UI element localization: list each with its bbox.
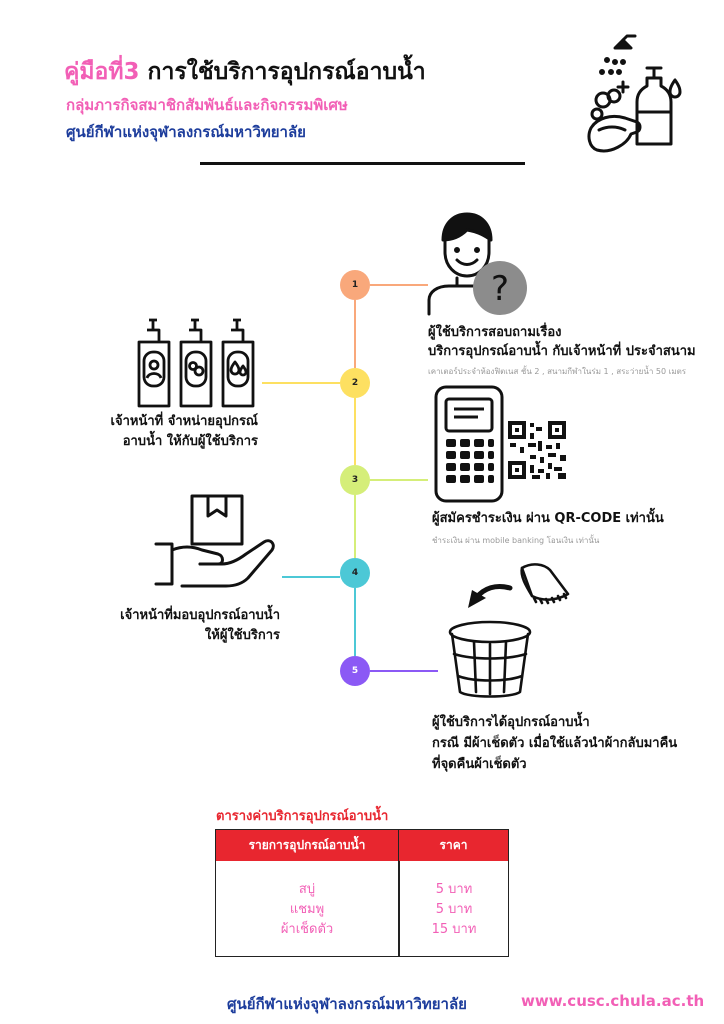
step-1-marker: 1 <box>340 270 370 300</box>
price-table-header: รายการอุปกรณ์อาบน้ำ ราคา <box>216 830 508 861</box>
step-4-line1: เจ้าหน้าที่มอบอุปกรณ์อาบน้ำ <box>120 608 280 623</box>
step-2-marker: 2 <box>340 368 370 398</box>
hand-box-icon <box>154 494 275 588</box>
svg-text:?: ? <box>491 269 509 309</box>
toiletry-bottles-icon <box>137 318 255 408</box>
header-divider <box>200 162 525 165</box>
step-1-line2: บริการอุปกรณ์อาบน้ำ กับเจ้าหน้าที่ ประจำ… <box>428 344 696 359</box>
shower-soap-icon <box>587 34 682 153</box>
header-price: ราคา <box>398 830 508 861</box>
table-row-price: 15 บาท <box>431 922 477 937</box>
step-2-line2: อาบน้ำ ให้กับผู้ใช้บริการ <box>122 434 258 449</box>
price-column: 5 บาท 5 บาท 15 บาท <box>400 880 508 940</box>
step-2-line1: เจ้าหน้าที่ จำหน่ายอุปกรณ์ <box>110 414 258 429</box>
title-prefix: คู่มือที่3 <box>64 59 140 85</box>
step-1-note: เคาเตอร์ประจำห้องฟิตเนส ชั้น 2 , สนามกีฬ… <box>428 367 687 376</box>
table-row-price: 5 บาท <box>435 902 473 917</box>
step-3-marker: 3 <box>340 465 370 495</box>
table-row-price: 5 บาท <box>435 882 473 897</box>
footer-url-link[interactable]: www.cusc.chula.ac.th <box>521 992 705 1010</box>
step-4-marker: 4 <box>340 558 370 588</box>
step-5-marker: 5 <box>340 656 370 686</box>
step-1-line1: ผู้ใช้บริการสอบถามเรื่อง <box>428 325 562 340</box>
step-4-line2: ให้ผู้ใช้บริการ <box>204 628 280 643</box>
person-question-icon: ? <box>427 212 527 316</box>
step-5-line3: ที่จุดคืนผ้าเช็ดตัว <box>432 757 527 772</box>
item-column: สบู่ แชมพู ผ้าเช็ดตัว <box>216 880 398 940</box>
column-divider <box>398 861 400 956</box>
table-row-item: ผ้าเช็ดตัว <box>280 922 334 937</box>
laundry-basket-towel-icon <box>448 563 570 698</box>
step-3-note: ชำระเงิน ผ่าน mobile banking โอนเงิน เท่… <box>432 536 600 545</box>
step-5-line1: ผู้ใช้บริการได้อุปกรณ์อาบน้ำ <box>432 715 590 730</box>
header-item: รายการอุปกรณ์อาบน้ำ <box>248 838 366 852</box>
payment-terminal-qr-icon <box>434 385 566 503</box>
footer-org: ศูนย์กีฬาแห่งจุฬาลงกรณ์มหาวิทยาลัย <box>227 995 467 1013</box>
table-row-item: สบู่ <box>298 882 316 897</box>
price-table: รายการอุปกรณ์อาบน้ำ ราคา สบู่ แชมพู ผ้าเ… <box>215 829 509 957</box>
page-title: คู่มือที่3 การใช้บริการอุปกรณ์อาบน้ำ <box>64 54 426 90</box>
table-row-item: แชมพู <box>289 902 325 917</box>
subtitle-center: ศูนย์กีฬาแห่งจุฬาลงกรณ์มหาวิทยาลัย <box>66 123 306 141</box>
subtitle-group: กลุ่มภารกิจสมาชิกสัมพันธ์และกิจกรรมพิเศษ <box>66 96 348 114</box>
title-main: การใช้บริการอุปกรณ์อาบน้ำ <box>147 59 426 85</box>
price-table-title: ตารางค่าบริการอุปกรณ์อาบน้ำ <box>216 809 389 824</box>
step-3-line1: ผู้สมัครชำระเงิน ผ่าน QR-CODE เท่านั้น <box>432 511 664 526</box>
step-5-line2: กรณี มีผ้าเช็ดตัว เมื่อใช้แล้วนำผ้ากลับม… <box>432 736 678 751</box>
